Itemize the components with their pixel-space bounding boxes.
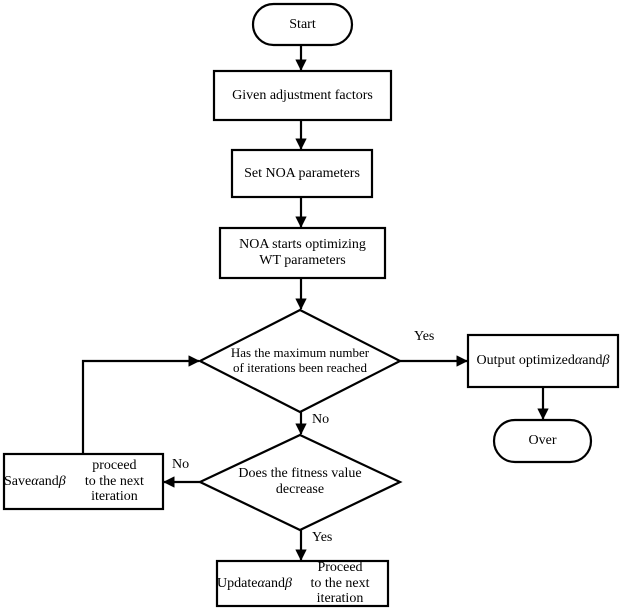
node-save-proceed (2, 452, 165, 511)
node-given-adjustment-factors (212, 69, 393, 122)
edge-save-feedback-to-maxiter (81, 355, 200, 454)
node-noa-starts-optimizing (218, 226, 387, 280)
node-fitness-decrease-decision (197, 433, 403, 532)
node-over (492, 418, 593, 464)
node-start (251, 2, 354, 47)
node-output-optimized (466, 333, 620, 389)
node-set-noa-parameters (230, 148, 374, 199)
node-max-iterations-decision (197, 308, 403, 414)
node-update-proceed (215, 559, 390, 608)
